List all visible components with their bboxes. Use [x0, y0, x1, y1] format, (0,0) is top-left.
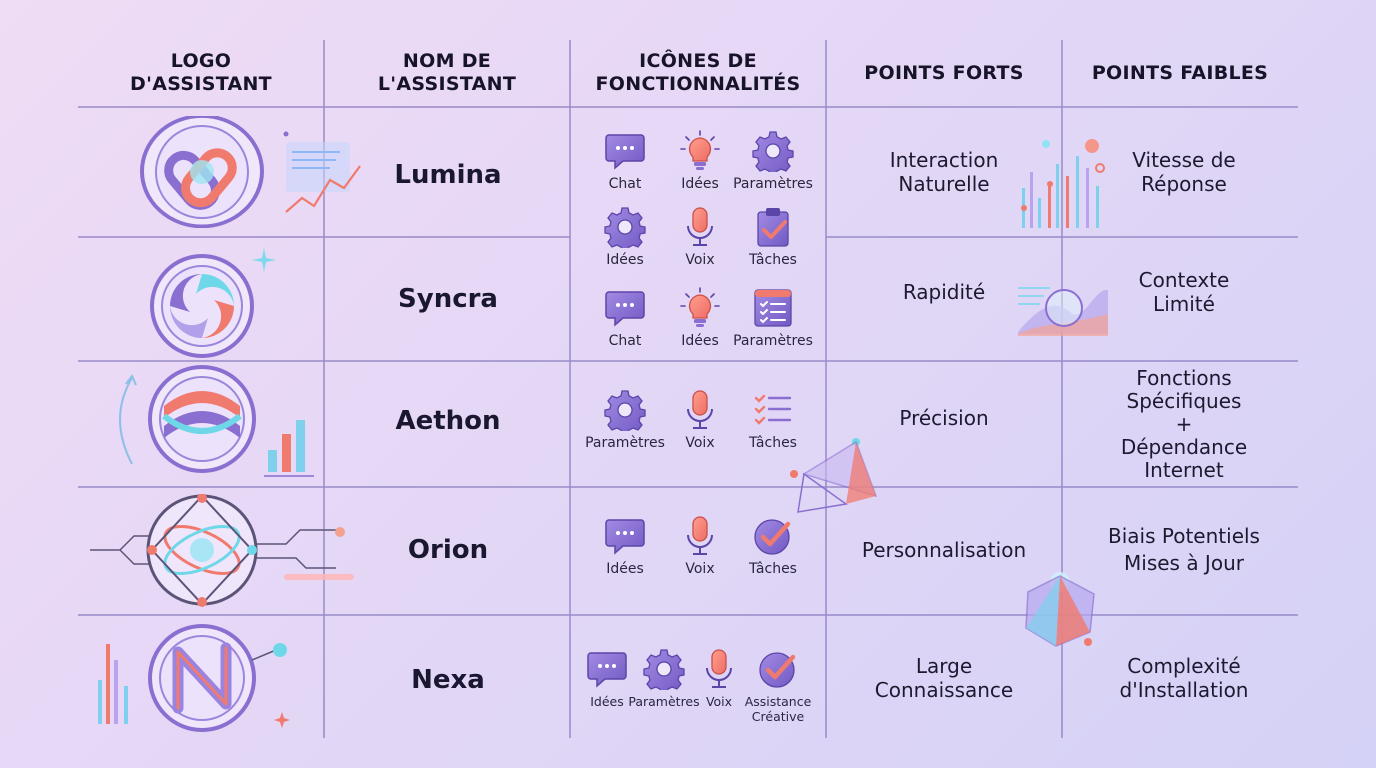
assistant-name-syncra: Syncra — [398, 284, 498, 314]
chat-bubble-icon — [586, 648, 628, 690]
header-strengths: POINTS FORTS — [864, 61, 1024, 84]
gear-icon — [604, 389, 646, 431]
header-name-line1: NOM DE — [402, 50, 492, 72]
feature-voice: Voix — [652, 206, 748, 278]
microphone-icon — [679, 206, 721, 248]
feature-voice: Voix — [652, 389, 748, 461]
feature-ideas: Idées — [577, 515, 673, 587]
microphone-icon — [698, 648, 740, 690]
microphone-icon — [679, 515, 721, 557]
feature-settings: Paramètres — [577, 389, 673, 461]
lightbulb-icon — [679, 130, 721, 172]
nexa-logo — [98, 624, 290, 732]
chat-bubble-icon — [604, 130, 646, 172]
assistant-name-nexa: Nexa — [411, 665, 485, 695]
chat-bubble-icon — [604, 515, 646, 557]
gear-icon — [752, 130, 794, 172]
assistant-name-orion: Orion — [407, 535, 489, 565]
feature-voice: Voix — [652, 515, 748, 587]
feature-ideas: Idées — [577, 206, 673, 278]
header-name-line2: L'ASSISTANT — [377, 73, 517, 95]
feature-tasks: Tâches — [725, 515, 821, 587]
header-icons-line1: ICÔNES DE — [639, 50, 757, 72]
feature-settings: Paramètres — [628, 648, 700, 720]
microphone-icon — [679, 389, 721, 431]
header-logo-line2: D'ASSISTANT — [130, 73, 272, 95]
assistant-name-lumina: Lumina — [394, 160, 502, 190]
syncra-logo — [150, 254, 254, 358]
strength-orion: Personnalisation — [861, 538, 1027, 562]
header-weaknesses: POINTS FAIBLES — [1091, 61, 1269, 84]
feature-ideas: Idées — [652, 130, 748, 202]
feature-settings: Paramètres — [725, 287, 821, 359]
checklist-window-icon — [752, 287, 794, 329]
header-logo-line1: LOGO — [170, 50, 232, 72]
feature-tasks: Tâches — [725, 206, 821, 278]
header-icons-line2: FONCTIONNALITÉS — [595, 73, 801, 95]
chat-bubble-icon — [604, 287, 646, 329]
lumina-logo — [140, 116, 264, 228]
feature-ideas: Idées — [652, 287, 748, 359]
assistant-name-aethon: Aethon — [395, 406, 501, 436]
strength-aethon: Précision — [899, 406, 989, 430]
strength-syncra: Rapidité — [902, 280, 986, 304]
feature-chat: Chat — [577, 130, 673, 202]
feature-ideas: Idées — [571, 648, 643, 720]
feature-voice: Voix — [697, 648, 741, 720]
feature-settings: Paramètres — [725, 130, 821, 202]
aethon-logo — [148, 365, 256, 473]
feature-tasks: Tâches — [725, 389, 821, 461]
clipboard-check-icon — [752, 206, 794, 248]
gear-icon — [604, 206, 646, 248]
checklist-icon — [752, 389, 794, 431]
orion-logo — [90, 494, 354, 607]
feature-chat: Chat — [577, 287, 673, 359]
lightbulb-icon — [679, 287, 721, 329]
check-circle-icon — [752, 515, 794, 557]
gear-icon — [643, 648, 685, 690]
check-circle-icon — [757, 648, 799, 690]
